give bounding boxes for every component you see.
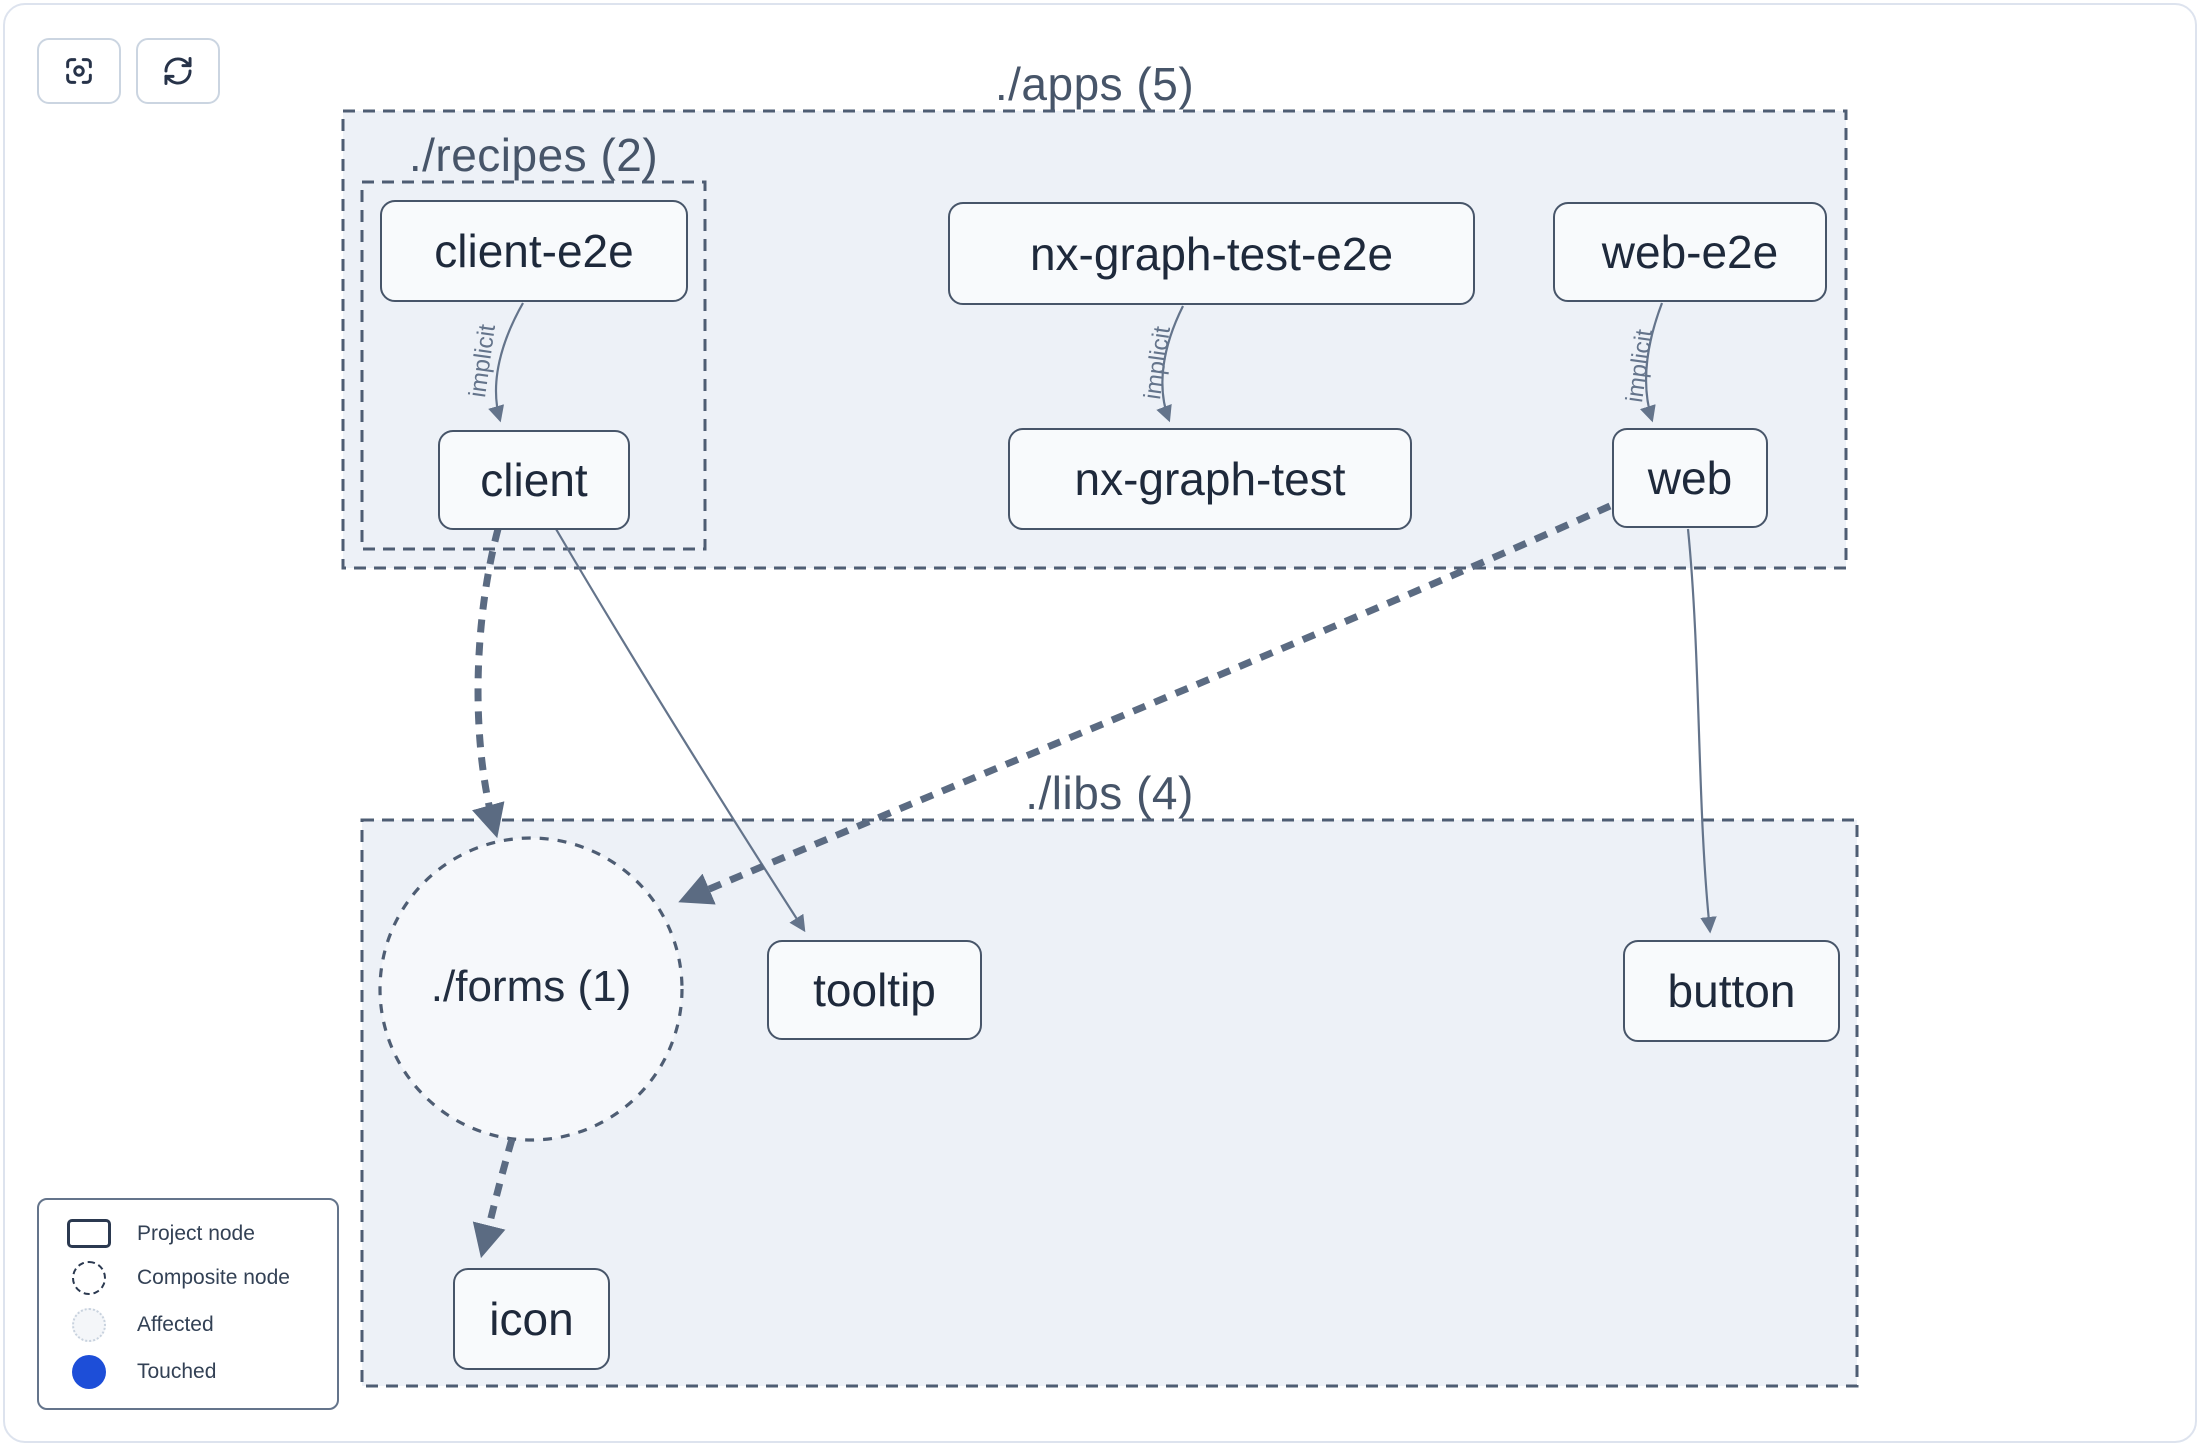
edge-web-to-button[interactable] bbox=[1686, 528, 1717, 934]
affected-icon bbox=[72, 1308, 106, 1342]
legend-label: Touched bbox=[137, 1360, 217, 1383]
node-nx-graph-test[interactable]: nx-graph-test bbox=[1008, 428, 1412, 530]
group-label-libs: ./libs (4) bbox=[1025, 767, 1194, 819]
edge-forms-to-icon[interactable] bbox=[472, 1138, 516, 1259]
node-nx-graph-test-e2e[interactable]: nx-graph-test-e2e bbox=[948, 202, 1475, 305]
legend-label: Composite node bbox=[137, 1266, 290, 1289]
edge-web-e2e-to-web[interactable] bbox=[1639, 302, 1664, 423]
node-client[interactable]: client bbox=[438, 430, 630, 530]
edge-web-to-forms[interactable] bbox=[678, 502, 1612, 905]
legend-item-affected: Affected bbox=[65, 1308, 337, 1342]
node-tooltip[interactable]: tooltip bbox=[767, 940, 982, 1040]
node-web-e2e[interactable]: web-e2e bbox=[1553, 202, 1827, 302]
edge-nx-graph-test-e2e-to-nx-graph-test[interactable] bbox=[1156, 305, 1184, 423]
composite-node-label-forms: ./forms (1) bbox=[430, 962, 632, 1011]
touched-icon bbox=[72, 1355, 106, 1389]
node-web[interactable]: web bbox=[1612, 428, 1768, 528]
project-node-icon bbox=[67, 1219, 111, 1248]
legend: Project node Composite node Affected Tou… bbox=[37, 1198, 339, 1410]
refresh-icon bbox=[164, 57, 192, 85]
refresh-button[interactable] bbox=[136, 38, 220, 104]
legend-label: Affected bbox=[137, 1313, 214, 1336]
composite-node-forms[interactable] bbox=[378, 836, 684, 1142]
group-label-apps: ./apps (5) bbox=[994, 58, 1195, 110]
focus-icon bbox=[66, 58, 92, 84]
focus-button[interactable] bbox=[37, 38, 121, 104]
legend-label: Project node bbox=[137, 1221, 255, 1245]
group-label-recipes: ./recipes (2) bbox=[408, 129, 659, 181]
legend-item-composite-node: Composite node bbox=[65, 1261, 337, 1295]
node-icon[interactable]: icon bbox=[453, 1268, 610, 1370]
legend-item-touched: Touched bbox=[65, 1355, 337, 1389]
edge-client-e2e-to-client[interactable] bbox=[488, 302, 524, 423]
legend-item-project-node: Project node bbox=[65, 1219, 337, 1248]
composite-node-icon bbox=[72, 1261, 106, 1295]
edge-client-to-tooltip[interactable] bbox=[555, 528, 806, 933]
node-client-e2e[interactable]: client-e2e bbox=[380, 200, 688, 302]
node-button[interactable]: button bbox=[1623, 940, 1840, 1042]
